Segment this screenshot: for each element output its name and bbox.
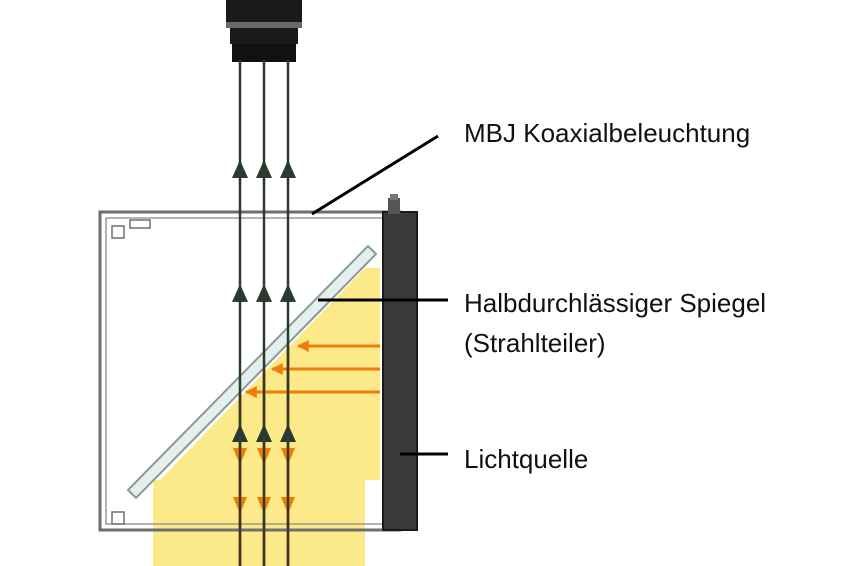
- label-coaxial-illumination: MBJ Koaxialbeleuchtung: [464, 118, 750, 148]
- label-half-mirror: Halbdurchlässiger Spiegel: [464, 288, 766, 318]
- reflected-light-arrows: [244, 340, 380, 398]
- label-light-source: Lichtquelle: [464, 444, 588, 474]
- camera-lens-icon: [226, 0, 302, 62]
- camera-return-beams: [232, 60, 296, 566]
- light-region: [153, 268, 380, 566]
- label-beam-splitter: (Strahlteiler): [464, 328, 606, 358]
- light-source-panel: [382, 194, 418, 531]
- leader-lines: [311, 134, 448, 456]
